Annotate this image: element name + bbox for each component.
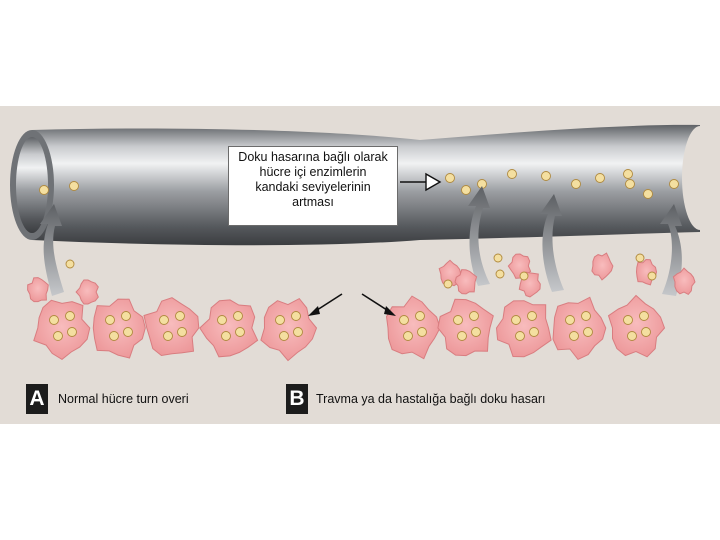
cell	[199, 299, 259, 358]
enzyme-dot	[623, 169, 633, 179]
enzyme-dot	[457, 331, 467, 341]
enzyme-dot	[175, 311, 185, 321]
cell	[437, 298, 494, 357]
enzyme-dot	[507, 169, 517, 179]
enzyme-dot	[39, 185, 49, 195]
enzyme-dot	[471, 327, 481, 337]
enzyme-dot	[519, 271, 529, 281]
enzyme-dot	[527, 311, 537, 321]
diagram-svg	[10, 124, 718, 362]
release-arrow	[468, 186, 490, 286]
enzyme-dot	[647, 271, 657, 281]
enzyme-dot	[69, 181, 79, 191]
cell	[591, 252, 614, 281]
enzyme-dot	[461, 185, 471, 195]
enzyme-dot	[565, 315, 575, 325]
enzyme-dot	[233, 311, 243, 321]
enzyme-dot	[627, 331, 637, 341]
vessel-enzymes	[39, 169, 679, 199]
enzyme-dot	[569, 331, 579, 341]
enzyme-dot	[639, 311, 649, 321]
cell-row	[27, 252, 696, 362]
enzyme-dot	[415, 311, 425, 321]
enzyme-dot	[109, 331, 119, 341]
enzyme-dot	[121, 311, 131, 321]
enzyme-dot	[445, 173, 455, 183]
cell	[454, 269, 478, 295]
enzyme-dot	[469, 311, 479, 321]
enzyme-dot	[643, 189, 653, 199]
enzyme-dot	[641, 327, 651, 337]
enzyme-dot	[67, 327, 77, 337]
release-arrow	[540, 194, 564, 292]
enzyme-dot	[635, 253, 645, 263]
cell-enzymes	[49, 253, 657, 341]
enzyme-dot	[53, 331, 63, 341]
enzyme-dot	[123, 327, 133, 337]
enzyme-dot	[293, 327, 303, 337]
enzyme-dot	[65, 311, 75, 321]
cell	[552, 296, 607, 361]
enzyme-dot	[443, 279, 453, 289]
panel-b-label: Travma ya da hastalığa bağlı doku hasarı	[316, 392, 546, 406]
enzyme-dot	[105, 315, 115, 325]
enzyme-dot	[583, 327, 593, 337]
panel-a-label: Normal hücre turn overi	[58, 392, 189, 406]
callout-line: hücre içi enzimlerin	[259, 165, 367, 179]
callout-box: Doku hasarına bağlı olarak hücre içi enz…	[228, 146, 398, 226]
cell	[33, 299, 91, 361]
enzyme-dot	[515, 331, 525, 341]
enzyme-dot	[417, 327, 427, 337]
enzyme-dot	[399, 315, 409, 325]
enzyme-dot	[493, 253, 503, 263]
release-arrows	[40, 186, 682, 296]
cell	[27, 277, 49, 303]
callout-line: artması	[292, 195, 334, 209]
enzyme-dot	[495, 269, 505, 279]
enzyme-dot	[221, 331, 231, 341]
cell	[607, 294, 666, 358]
pointer-arrows	[308, 293, 396, 316]
enzyme-dot	[163, 331, 173, 341]
enzyme-dot	[65, 259, 75, 269]
enzyme-dot	[291, 311, 301, 321]
enzyme-dot	[217, 315, 227, 325]
callout-line: kandaki seviyelerinin	[255, 180, 371, 194]
enzyme-dot	[177, 327, 187, 337]
cell	[75, 279, 99, 305]
enzyme-dot	[541, 171, 551, 181]
enzyme-dot	[49, 315, 59, 325]
cell	[143, 297, 200, 357]
enzyme-dot	[625, 179, 635, 189]
panel-a-letter: A	[26, 384, 48, 414]
cell	[260, 297, 318, 362]
enzyme-dot	[159, 315, 169, 325]
cell	[92, 298, 146, 359]
enzyme-dot	[235, 327, 245, 337]
cell	[495, 300, 552, 358]
enzyme-dot	[279, 331, 289, 341]
enzyme-dot	[529, 327, 539, 337]
callout-arrow	[400, 172, 442, 192]
enzyme-dot	[581, 311, 591, 321]
enzyme-dot	[453, 315, 463, 325]
cell	[672, 267, 696, 296]
enzyme-dot	[623, 315, 633, 325]
enzyme-dot	[511, 315, 521, 325]
enzyme-dot	[595, 173, 605, 183]
enzyme-dot	[403, 331, 413, 341]
diagram-panel: Doku hasarına bağlı olarak hücre içi enz…	[0, 106, 720, 424]
enzyme-dot	[275, 315, 285, 325]
callout-line: Doku hasarına bağlı olarak	[238, 150, 388, 164]
enzyme-dot	[571, 179, 581, 189]
cell	[385, 295, 441, 360]
panel-b-letter: B	[286, 384, 308, 414]
enzyme-dot	[669, 179, 679, 189]
release-arrow	[40, 204, 64, 296]
release-arrow	[660, 204, 682, 296]
